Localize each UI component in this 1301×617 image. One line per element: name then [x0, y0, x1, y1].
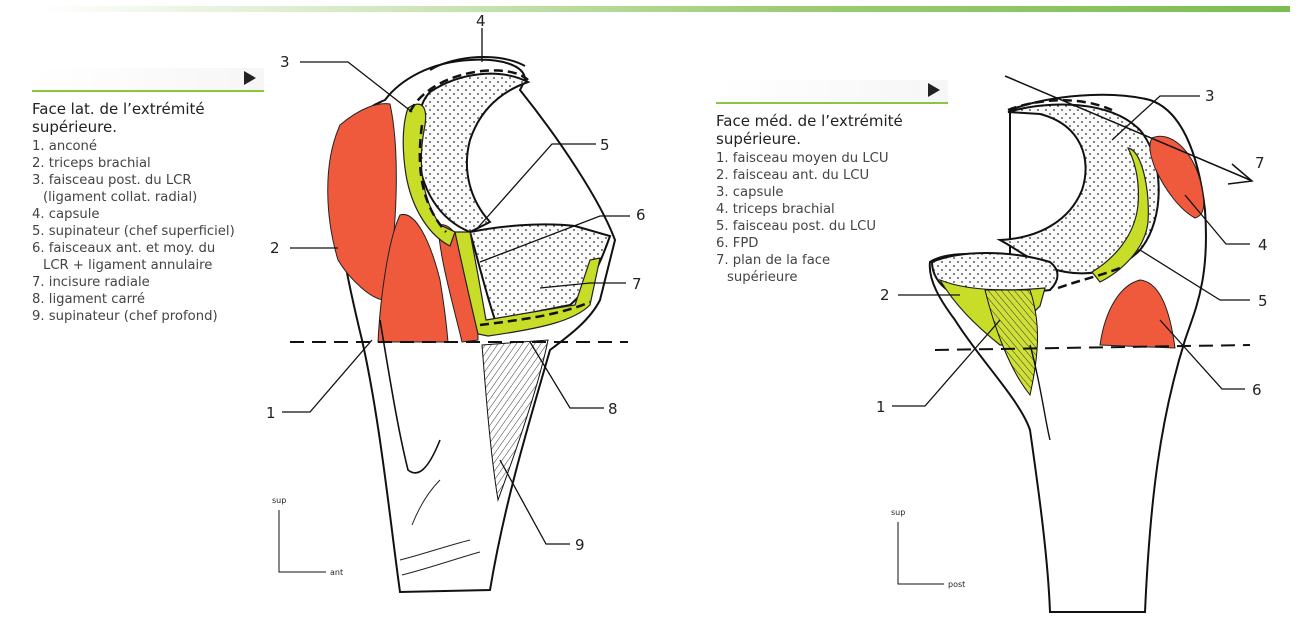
label-7: 7	[632, 275, 642, 293]
axis-sup-label: sup	[891, 508, 905, 517]
label-4: 4	[1258, 236, 1268, 254]
label-2: 2	[880, 286, 890, 304]
label-6: 6	[636, 206, 646, 224]
label-3: 3	[280, 53, 290, 71]
axis-sup-label: sup	[272, 496, 286, 505]
left-ulna-drawing	[290, 57, 628, 592]
axis-post-label: post	[948, 580, 965, 589]
label-7: 7	[1255, 154, 1265, 172]
left-orientation-axes: sup ant	[272, 496, 343, 577]
axis-ant-label: ant	[330, 568, 343, 577]
label-3: 3	[1205, 87, 1215, 105]
label-1: 1	[876, 398, 886, 416]
label-4: 4	[476, 12, 486, 30]
right-orientation-axes: sup post	[891, 508, 965, 589]
label-9: 9	[575, 536, 585, 554]
label-1: 1	[266, 404, 276, 422]
right-ulna-drawing	[930, 76, 1252, 612]
label-8: 8	[608, 400, 618, 418]
label-6: 6	[1252, 381, 1262, 399]
label-2: 2	[270, 239, 280, 257]
label-5: 5	[1258, 292, 1268, 310]
label-5: 5	[600, 136, 610, 154]
